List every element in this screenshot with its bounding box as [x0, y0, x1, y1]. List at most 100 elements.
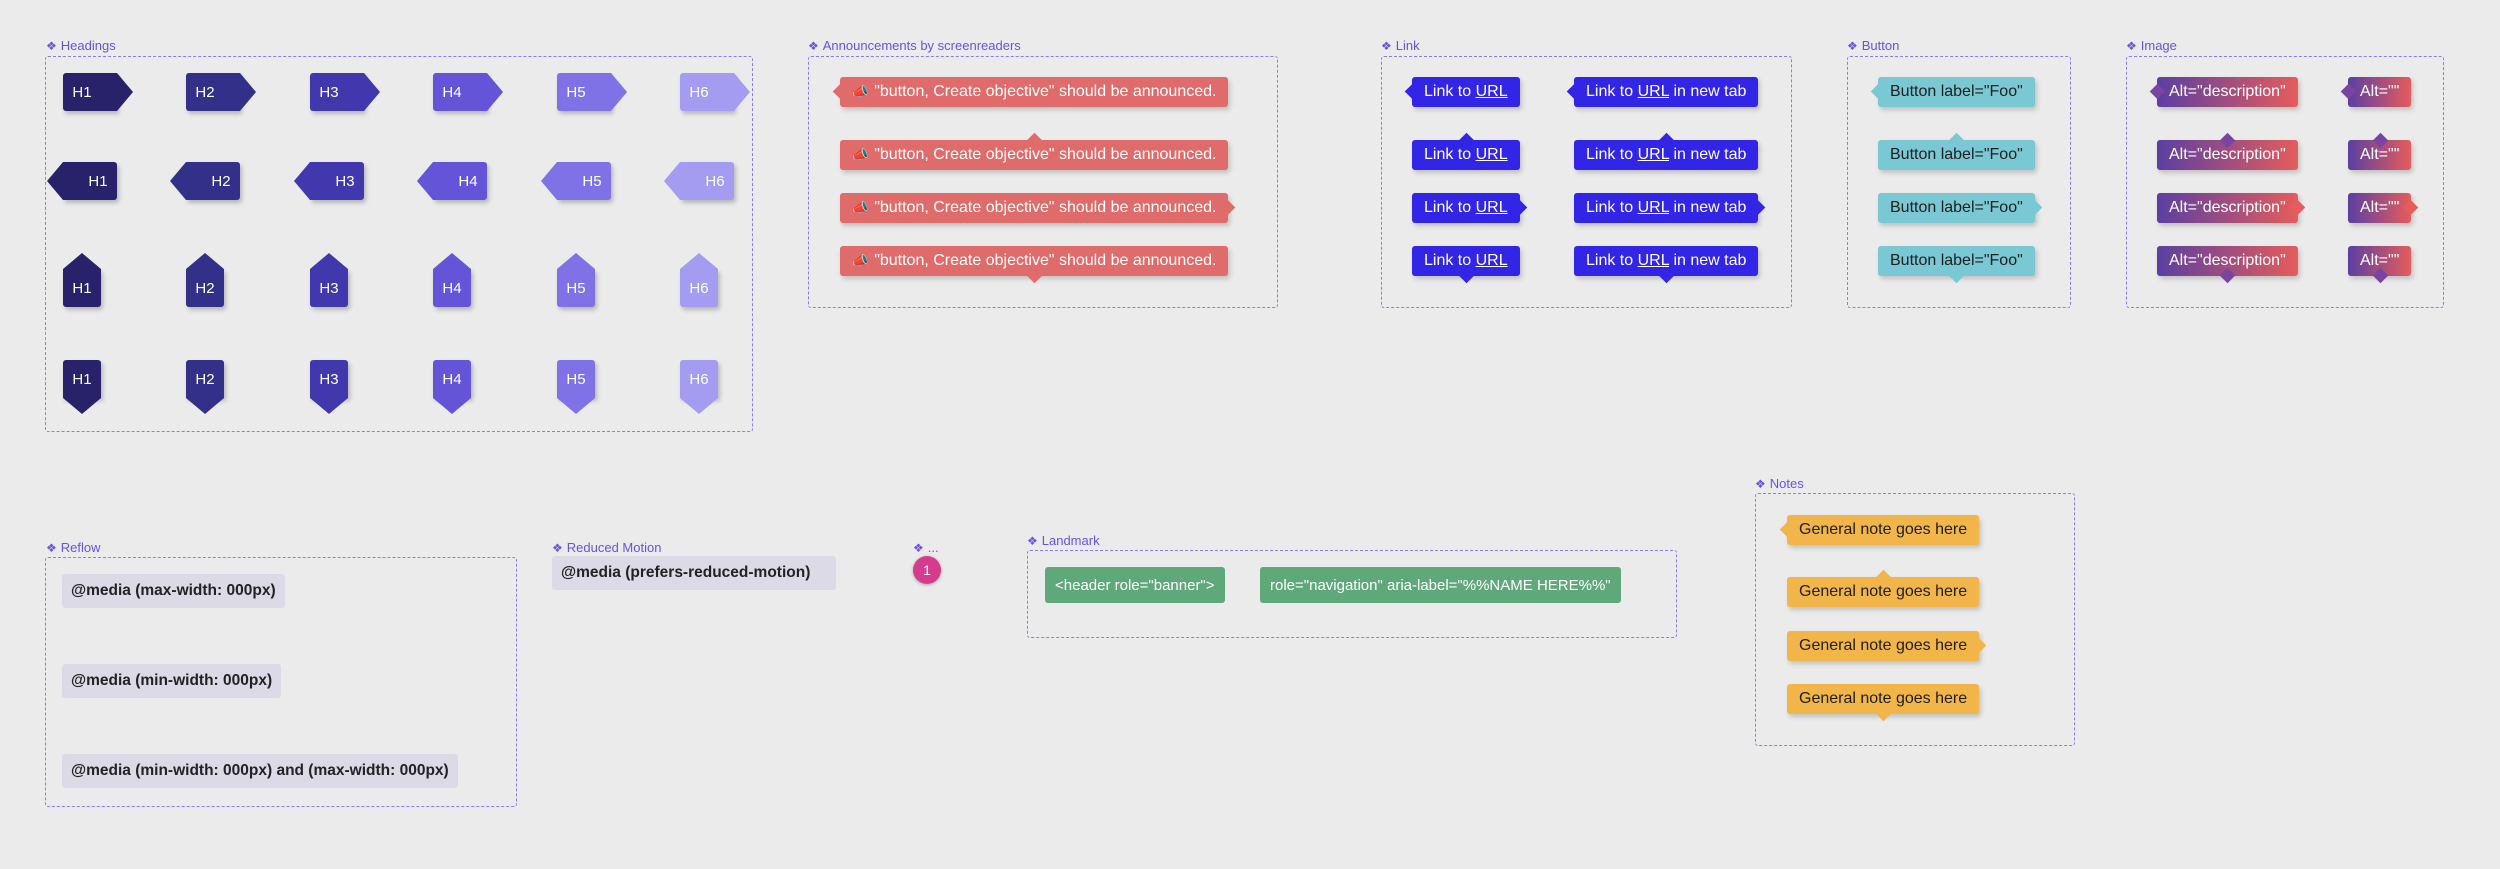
landmark-navigation-tag[interactable]: role="navigation" aria-label="%%NAME HER… — [1260, 567, 1621, 603]
button-tag[interactable]: Button label="Foo" — [1878, 193, 2035, 223]
link-suffix: in new tab — [1669, 199, 1747, 216]
link-url: URL — [1475, 199, 1508, 216]
link-suffix: in new tab — [1669, 146, 1747, 163]
section-label-headings: ❖Headings — [46, 38, 116, 53]
heading-tag-h2[interactable]: H2 — [186, 73, 256, 111]
link-text: Link to URL in new tab — [1586, 83, 1746, 101]
announcement-text: "button, Create objective" should be ann… — [874, 199, 1217, 216]
heading-tag-h2[interactable]: H2 — [186, 360, 224, 414]
section-title: Notes — [1769, 476, 1804, 491]
reflow-range-chip[interactable]: @media (min-width: 000px) and (max-width… — [62, 754, 458, 788]
section-label-notes: ❖Notes — [1755, 476, 1804, 491]
link-text: Link to URL in new tab — [1586, 146, 1746, 164]
note-tag[interactable]: General note goes here — [1787, 684, 1980, 714]
heading-tag-h5[interactable]: H5 — [541, 162, 611, 200]
image-alt-empty-tag[interactable]: Alt="" — [2348, 77, 2412, 107]
heading-tag-h6[interactable]: H6 — [680, 73, 750, 111]
note-tag[interactable]: General note goes here — [1787, 515, 1980, 545]
heading-tag-h1[interactable]: H1 — [47, 162, 117, 200]
announcement-tag[interactable]: 📣 "button, Create objective" should be an… — [840, 246, 1229, 276]
component-icon: ❖ — [1027, 533, 1038, 548]
heading-tag-h1[interactable]: H1 — [63, 253, 101, 307]
link-new-tab-tag[interactable]: Link to URL in new tab — [1574, 246, 1759, 276]
link-url: URL — [1637, 252, 1670, 269]
reflow-max-width-chip[interactable]: @media (max-width: 000px) — [62, 574, 285, 608]
image-alt-text: Alt="description" — [2169, 199, 2286, 216]
button-tag[interactable]: Button label="Foo" — [1878, 140, 2035, 170]
heading-tag-h1[interactable]: H1 — [63, 73, 133, 111]
link-text: Link to URL — [1424, 252, 1508, 270]
heading-tag-h4[interactable]: H4 — [433, 73, 503, 111]
heading-tag-h3[interactable]: H3 — [310, 360, 348, 414]
link-new-tab-tag[interactable]: Link to URL in new tab — [1574, 77, 1759, 107]
link-prefix: Link to — [1586, 146, 1638, 163]
section-label-reduced-motion: ❖Reduced Motion — [552, 540, 661, 555]
heading-tag-h5[interactable]: H5 — [557, 253, 595, 307]
button-tag[interactable]: Button label="Foo" — [1878, 246, 2035, 276]
link-tag[interactable]: Link to URL — [1412, 193, 1520, 223]
heading-tag-h5[interactable]: H5 — [557, 73, 627, 111]
heading-tag-h4[interactable]: H4 — [433, 360, 471, 414]
heading-tag-h6[interactable]: H6 — [680, 360, 718, 414]
heading-tag-h5[interactable]: H5 — [557, 360, 595, 414]
announcement-tag[interactable]: 📣"button, Create objective" should be an… — [840, 77, 1229, 107]
link-text: Link to URL — [1424, 199, 1508, 217]
link-prefix: Link to — [1586, 199, 1638, 216]
link-url: URL — [1637, 83, 1670, 100]
link-prefix: Link to — [1586, 252, 1638, 269]
link-new-tab-tag[interactable]: Link to URL in new tab — [1574, 193, 1759, 223]
component-icon: ❖ — [552, 540, 563, 555]
heading-tag-h3[interactable]: H3 — [294, 162, 364, 200]
button-label-text: Button label="Foo" — [1890, 199, 2023, 216]
note-tag[interactable]: General note goes here — [1787, 577, 1980, 607]
button-label-text: Button label="Foo" — [1890, 83, 2023, 100]
heading-tag-h1[interactable]: H1 — [63, 360, 101, 414]
note-tag[interactable]: General note goes here — [1787, 631, 1980, 661]
image-alt-empty-tag[interactable]: Alt="" — [2348, 193, 2412, 223]
heading-tag-h2[interactable]: H2 — [186, 253, 224, 307]
reduced-motion-chip[interactable]: @media (prefers-reduced-motion) — [552, 556, 836, 590]
image-alt-description-tag[interactable]: Alt="description" — [2157, 193, 2298, 223]
link-url: URL — [1637, 146, 1670, 163]
image-alt-empty-tag[interactable]: Alt="" — [2348, 140, 2412, 170]
landmark-header-banner-tag[interactable]: <header role="banner"> — [1045, 567, 1225, 603]
heading-tag-h2[interactable]: H2 — [170, 162, 240, 200]
component-icon: ❖ — [1847, 38, 1858, 53]
notes-section — [1755, 493, 2075, 746]
heading-tag-h6[interactable]: H6 — [680, 253, 718, 307]
link-url: URL — [1475, 146, 1508, 163]
heading-tag-h6[interactable]: H6 — [664, 162, 734, 200]
link-prefix: Link to — [1424, 146, 1476, 163]
button-tag[interactable]: Button label="Foo" — [1878, 77, 2035, 107]
section-title: Landmark — [1041, 533, 1100, 548]
announcement-text: "button, Create objective" should be ann… — [874, 252, 1217, 269]
button-label-text: Button label="Foo" — [1890, 146, 2023, 163]
heading-tag-h4[interactable]: H4 — [433, 253, 471, 307]
image-alt-description-tag[interactable]: Alt="description" — [2157, 77, 2298, 107]
image-alt-text: Alt="" — [2360, 199, 2400, 216]
heading-tag-h3[interactable]: H3 — [310, 253, 348, 307]
heading-tag-h3[interactable]: H3 — [310, 73, 380, 111]
image-alt-empty-tag[interactable]: Alt="" — [2348, 246, 2412, 276]
section-title: Reduced Motion — [566, 540, 662, 555]
link-url: URL — [1637, 199, 1670, 216]
component-icon: ❖ — [46, 540, 57, 555]
button-label-text: Button label="Foo" — [1890, 252, 2023, 269]
image-alt-description-tag[interactable]: Alt="description" — [2157, 246, 2298, 276]
megaphone-icon: 📣 — [852, 253, 869, 268]
image-alt-text: Alt="" — [2360, 252, 2400, 269]
announcement-tag[interactable]: 📣"button, Create objective" should be an… — [840, 193, 1229, 223]
button-section — [1847, 56, 2071, 308]
heading-tag-h4[interactable]: H4 — [417, 162, 487, 200]
link-tag[interactable]: Link to URL — [1412, 246, 1520, 276]
count-badge[interactable]: 1 — [913, 556, 941, 584]
landmark-section — [1027, 550, 1677, 638]
link-tag[interactable]: Link to URL — [1412, 77, 1520, 107]
section-title: Announcements by screenreaders — [822, 38, 1021, 53]
section-title: Headings — [60, 38, 116, 53]
link-new-tab-tag[interactable]: Link to URL in new tab — [1574, 140, 1759, 170]
announcement-tag[interactable]: 📣"button, Create objective" should be an… — [840, 140, 1229, 170]
image-alt-description-tag[interactable]: Alt="description" — [2157, 140, 2298, 170]
reflow-min-width-chip[interactable]: @media (min-width: 000px) — [62, 664, 282, 698]
link-tag[interactable]: Link to URL — [1412, 140, 1520, 170]
